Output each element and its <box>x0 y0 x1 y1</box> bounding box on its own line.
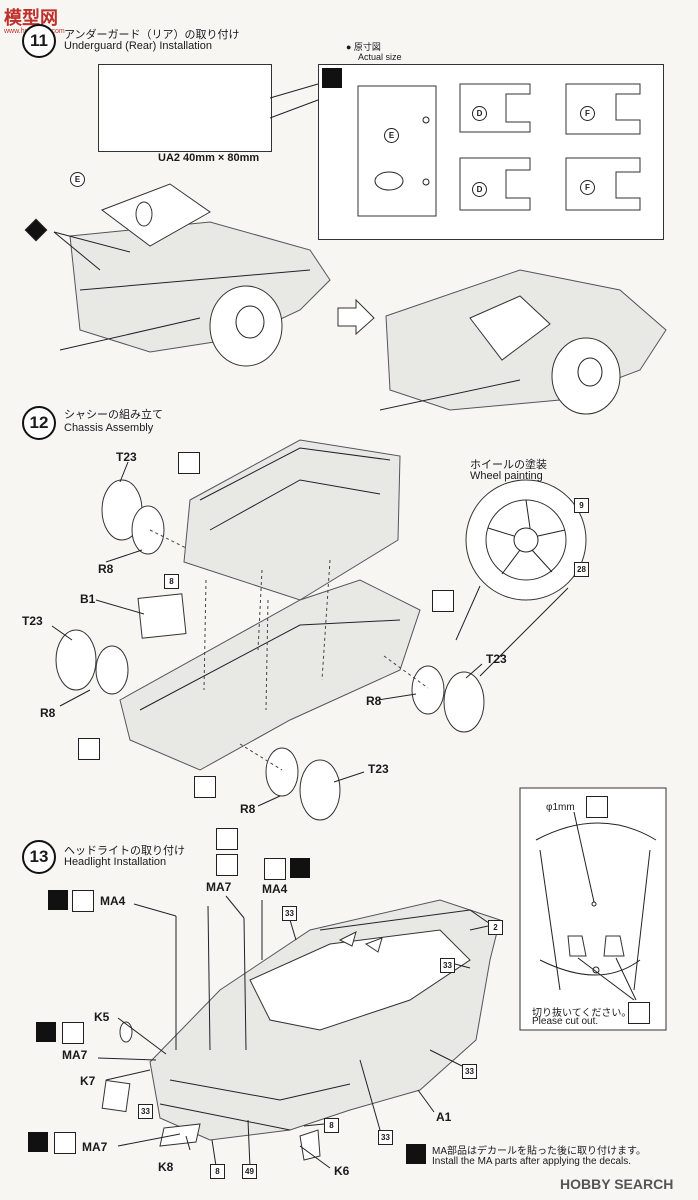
hobby-search-text: HOBBY SEARCH <box>560 1176 674 1192</box>
step-number: 12 <box>22 406 56 440</box>
drill-size: φ1mm <box>546 802 575 813</box>
color-33-badge: 33 <box>138 1104 153 1119</box>
color-8-badge: 8 <box>324 1118 339 1133</box>
label-k8: K8 <box>158 1160 174 1174</box>
label-r8: R8 <box>98 562 114 576</box>
wheel-painting-jp: ホイールの塗装 <box>470 459 547 471</box>
part-d-label: D <box>472 182 487 197</box>
color-33-badge: 33 <box>440 958 455 973</box>
label-t23: T23 <box>116 450 137 464</box>
paint-icon <box>406 1144 426 1164</box>
label-ma7: MA7 <box>206 880 232 894</box>
drill-icon <box>586 796 608 818</box>
glue-icon <box>62 1022 84 1044</box>
color-28-badge: 28 <box>574 562 589 577</box>
decal-sheet-label: UA2 40mm × 80mm <box>158 152 260 164</box>
no-glue-icon <box>78 738 100 760</box>
wheel-painting-en: Wheel painting <box>470 470 543 482</box>
paint-icon <box>216 828 238 850</box>
step-title-jp: アンダーガード（リア）の取り付け <box>64 29 240 41</box>
paint-icon <box>28 1132 48 1152</box>
cut-out-en: Please cut out. <box>532 1016 599 1027</box>
note-jp: MA部品はデカールを貼った後に取り付けます。 <box>432 1146 646 1157</box>
hobby-search-logo: HOBBY SEARCH <box>560 1176 673 1192</box>
color-33-badge: 33 <box>462 1064 477 1079</box>
label-k5: K5 <box>94 1010 110 1024</box>
actual-size-en: Actual size <box>358 52 402 62</box>
glue-icon <box>54 1132 76 1154</box>
part-e-callout: E <box>70 172 85 187</box>
label-t23: T23 <box>22 614 43 628</box>
no-glue-icon <box>432 590 454 612</box>
decal-sheet-icon <box>322 68 342 88</box>
glue-icon <box>264 858 286 880</box>
note-en: Install the MA parts after applying the … <box>432 1156 631 1167</box>
decal-sheet <box>98 64 272 152</box>
actual-size-jp: ● 原寸図 <box>346 42 381 52</box>
label-b1: B1 <box>80 592 96 606</box>
label-t23: T23 <box>368 762 389 776</box>
label-t23: T23 <box>486 652 507 666</box>
part-f-label: F <box>580 106 595 121</box>
part-e-label: E <box>384 128 399 143</box>
paint-icon <box>36 1022 56 1042</box>
step-number: 11 <box>22 24 56 58</box>
step-title-en: Headlight Installation <box>64 856 167 868</box>
glue-icon <box>216 854 238 876</box>
label-r8: R8 <box>40 706 56 720</box>
label-ma4: MA4 <box>262 882 288 896</box>
label-r8: R8 <box>240 802 256 816</box>
color-33-badge: 33 <box>282 906 297 921</box>
color-8-badge: 8 <box>210 1164 225 1179</box>
step-title-jp: ヘッドライトの取り付け <box>64 845 185 857</box>
label-a1: A1 <box>436 1110 452 1124</box>
part-8-badge: 8 <box>164 574 179 589</box>
color-2-badge: 2 <box>488 920 503 935</box>
no-glue-icon <box>178 452 200 474</box>
step-title-en: Underguard (Rear) Installation <box>64 40 212 52</box>
color-9-badge: 9 <box>574 498 589 513</box>
label-k7: K7 <box>80 1074 96 1088</box>
step-title-jp: シャシーの組み立て <box>64 409 163 421</box>
label-ma4: MA4 <box>100 894 126 908</box>
color-49-badge: 49 <box>242 1164 257 1179</box>
cut-out-jp: 切り抜いてください。 <box>532 1008 632 1019</box>
no-glue-icon <box>194 776 216 798</box>
watermark-text: 模型网 <box>4 8 58 28</box>
label-ma7: MA7 <box>82 1140 108 1154</box>
label-ma7: MA7 <box>62 1048 88 1062</box>
knife-icon <box>628 1002 650 1024</box>
label-r8: R8 <box>366 694 382 708</box>
glue-icon <box>72 890 94 912</box>
color-33-badge: 33 <box>378 1130 393 1145</box>
label-k6: K6 <box>334 1164 350 1178</box>
step-title-en: Chassis Assembly <box>64 422 154 434</box>
part-f-label: F <box>580 180 595 195</box>
part-d-label: D <box>472 106 487 121</box>
step-number: 13 <box>22 840 56 874</box>
paint-icon <box>290 858 310 878</box>
paint-icon <box>48 890 68 910</box>
